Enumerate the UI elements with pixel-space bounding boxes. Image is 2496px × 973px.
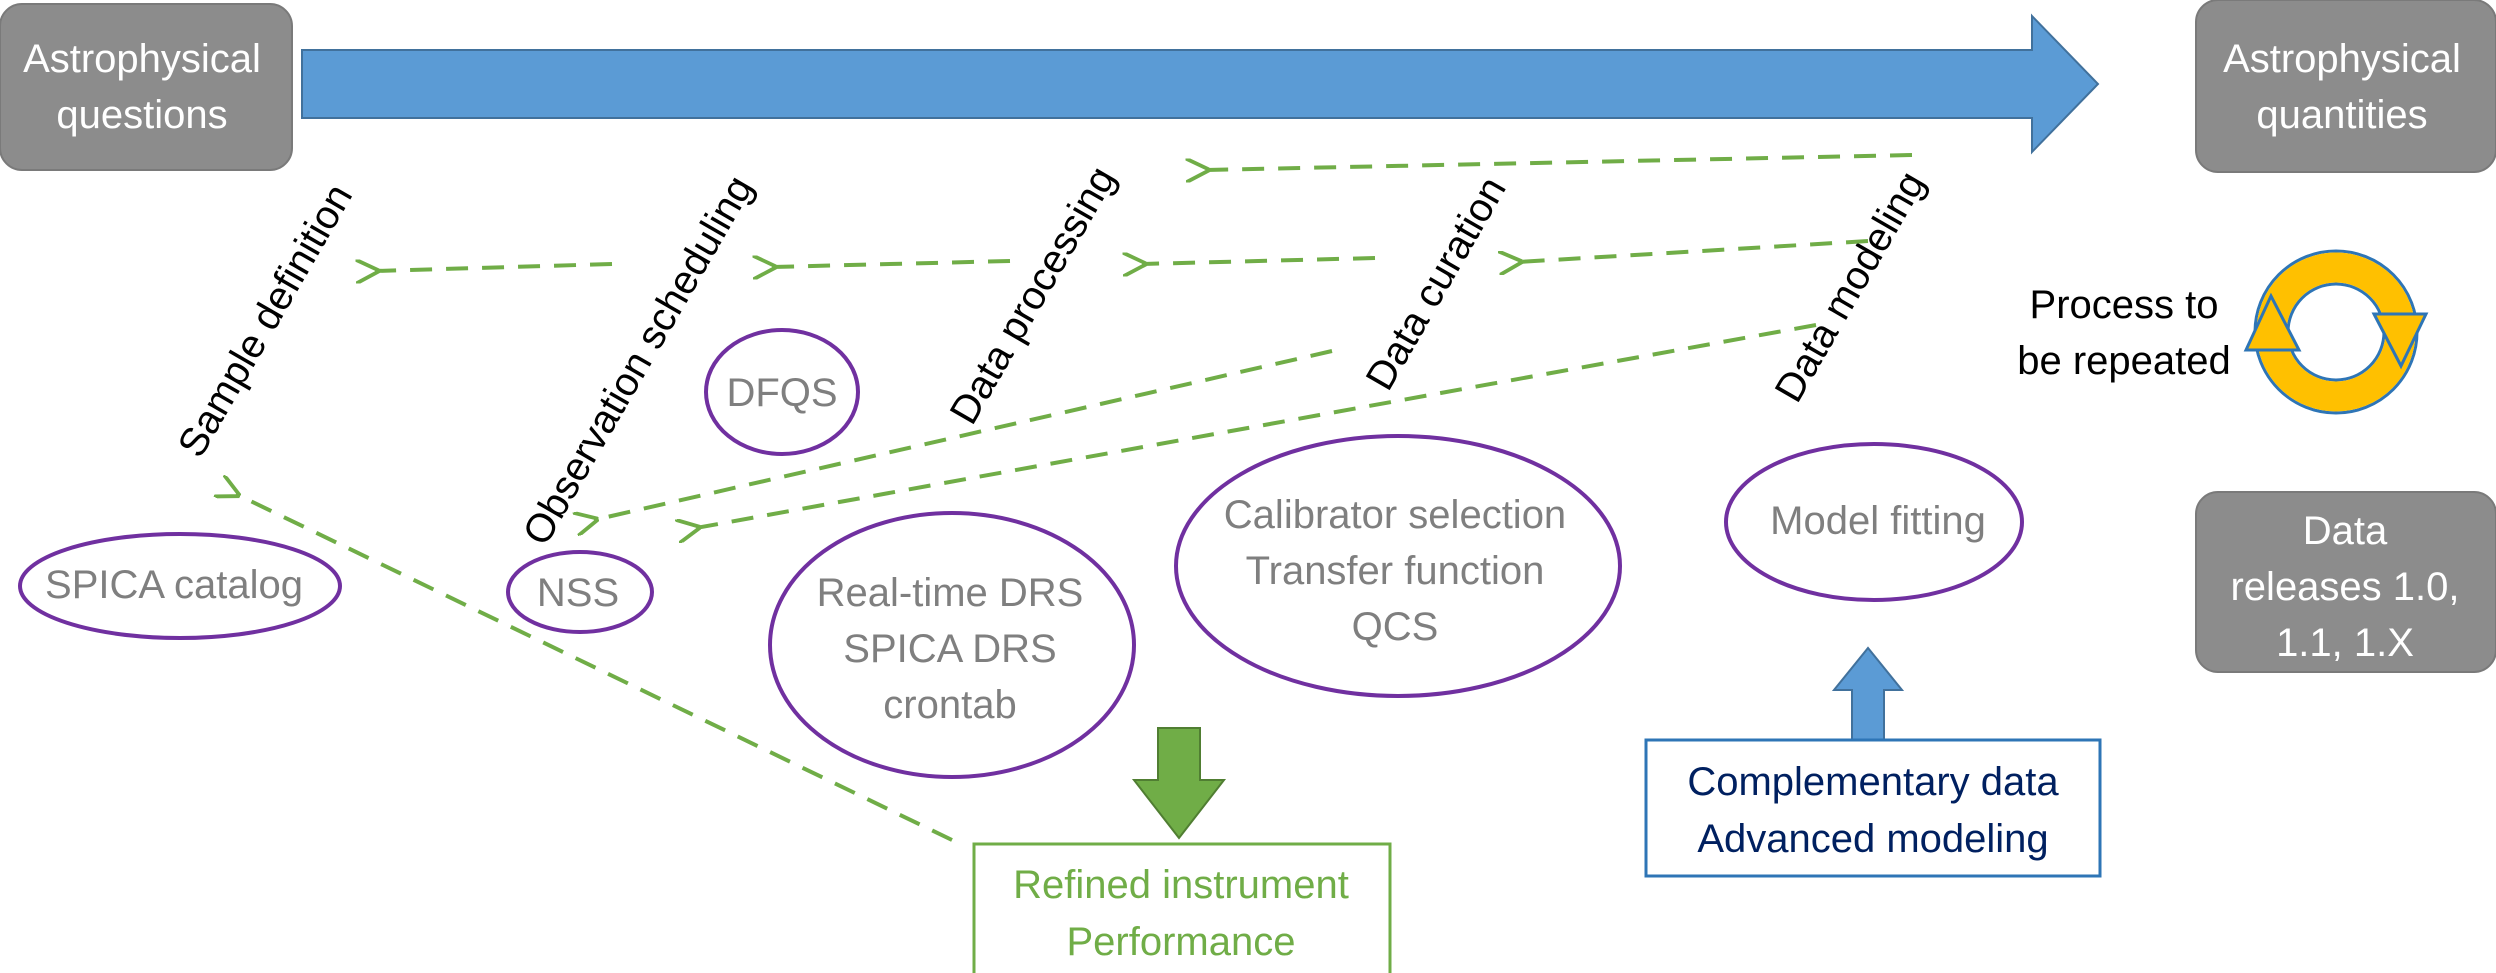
drs-line-1: Real-time DRS (817, 571, 1084, 615)
complementary-line-1: Complementary data (1687, 760, 2059, 804)
questions-line-1: Astrophysical (23, 37, 261, 81)
repeat-line-1: Process to (2030, 283, 2219, 327)
dashed-arrow-curation-to-processing (1142, 258, 1376, 264)
dfqs-label: DFQS (726, 371, 837, 415)
calibration-line-1: Calibrator selection (1224, 493, 1566, 537)
releases-line-2: releases 1.0, (2230, 565, 2459, 609)
blue-up-arrow (1831, 646, 1905, 741)
stage-data-processing: Data processing (942, 159, 1125, 431)
releases-line-3: 1.1, 1.X (2276, 621, 2414, 665)
data-releases-box: Data releases 1.0, 1.1, 1.X (2195, 491, 2496, 673)
performance-line-2: Performance (1067, 920, 1296, 964)
cycle-icon (2243, 249, 2429, 415)
model-fitting-label: Model fitting (1770, 499, 1986, 543)
astrophysical-questions-box: Astrophysical questions (0, 3, 293, 171)
quantities-line-1: Astrophysical (2223, 37, 2461, 81)
dashed-arrow-performance-to-sample (236, 494, 953, 842)
questions-line-2: questions (56, 93, 227, 137)
nss-label: NSS (537, 571, 619, 615)
dashed-arrow-modeling-to-processing (1205, 153, 1913, 170)
dashed-arrow-processing-to-scheduling (772, 261, 1011, 267)
dashed-arrow-curation-to-nss (594, 349, 1333, 520)
spica-catalog-ellipse: SPICA catalog (18, 532, 342, 640)
calibration-line-3: QCS (1352, 605, 1439, 649)
releases-line-1: Data (2303, 509, 2388, 553)
complementary-line-2: Advanced modeling (1697, 817, 2048, 861)
spica-catalog-label: SPICA catalog (45, 563, 303, 607)
stage-data-modeling: Data modeling (1767, 164, 1934, 409)
stage-sample-definition: Sample definition (170, 177, 362, 465)
dashed-arrow-modeling-to-nss (696, 323, 1817, 528)
model-fitting-ellipse: Model fitting (1724, 442, 2024, 602)
drs-line-2: SPICA DRS (843, 627, 1056, 671)
drs-ellipse: Real-time DRS SPICA DRS crontab (768, 511, 1136, 779)
dashed-arrow-modeling-to-curation (1518, 239, 1869, 262)
calibration-line-2: Transfer function (1246, 549, 1545, 593)
performance-line-1: Refined instrument (1013, 863, 1349, 907)
astrophysical-quantities-box: Astrophysical quantities (2195, 0, 2496, 173)
green-down-arrow (1131, 727, 1227, 840)
nss-ellipse: NSS (506, 550, 654, 634)
dfqs-ellipse: DFQS (704, 328, 860, 456)
repeat-line-2: be repeated (2017, 339, 2231, 383)
stage-data-curation: Data curation (1358, 169, 1515, 397)
quantities-line-2: quantities (2256, 93, 2427, 137)
refined-performance-box: Refined instrument Performance (972, 842, 1392, 973)
main-flow-arrow (301, 13, 2100, 155)
complementary-data-box: Complementary data Advanced modeling (1644, 738, 2102, 878)
dashed-arrow-scheduling-to-sample (375, 264, 613, 271)
drs-line-3: crontab (883, 683, 1016, 727)
calibration-ellipse: Calibrator selection Transfer function Q… (1174, 434, 1622, 698)
